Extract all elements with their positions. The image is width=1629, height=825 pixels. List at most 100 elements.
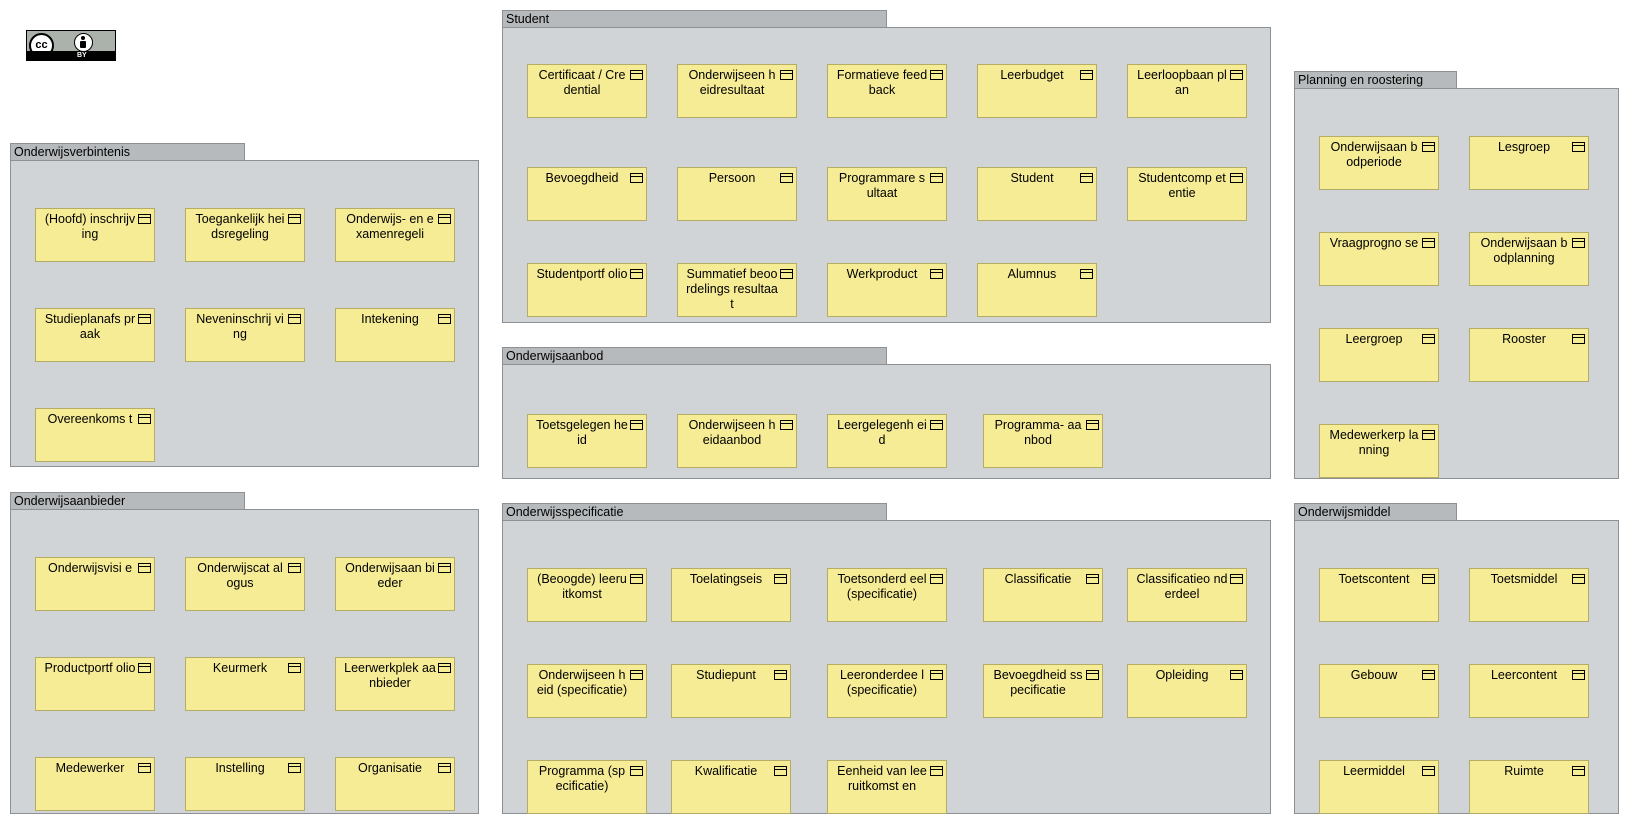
business-object-icon <box>438 763 451 773</box>
business-object-medewerkerp-lanning[interactable]: Medewerkerp lanning <box>1319 424 1439 478</box>
business-object-leerloopbaan-plan[interactable]: Leerloopbaan plan <box>1127 64 1247 118</box>
business-object-icon <box>1572 766 1585 776</box>
group-title: Onderwijsaanbod <box>502 347 887 364</box>
business-object-label: Studiepunt <box>696 668 756 682</box>
business-object-intekening[interactable]: Intekening <box>335 308 455 362</box>
business-object-leerbudget[interactable]: Leerbudget <box>977 64 1097 118</box>
business-object-label: Onderwijs- en examenregeli <box>346 212 434 241</box>
business-object-label: Onderwijsaan bodperiode <box>1330 140 1418 169</box>
business-object-icon <box>1572 142 1585 152</box>
business-object-beoogde-leeruitkomst[interactable]: (Beoogde) leeruitkomst <box>527 568 647 622</box>
business-object-instelling[interactable]: Instelling <box>185 757 305 811</box>
business-object-hoofd-inschrijving[interactable]: (Hoofd) inschrijving <box>35 208 155 262</box>
business-object-neveninschrij-ving[interactable]: Neveninschrij ving <box>185 308 305 362</box>
group-container: Onderwijsvisi e Onderwijscat alogus Onderw… <box>10 509 479 814</box>
business-object-icon <box>774 670 787 680</box>
business-object-studentcomp-etentie[interactable]: Studentcomp etentie <box>1127 167 1247 221</box>
business-object-icon <box>138 563 151 573</box>
business-object-icon <box>630 173 643 183</box>
business-object-bevoegdheid-sspecificatie[interactable]: Bevoegdheid sspecificatie <box>983 664 1103 718</box>
business-object-label: Formatieve feedback <box>836 68 928 97</box>
business-object-rooster[interactable]: Rooster <box>1469 328 1589 382</box>
business-object-label: Bevoegdheid sspecificatie <box>993 668 1083 697</box>
business-object-label: Organisatie <box>358 761 422 775</box>
business-object-onderwijsaan-bieder[interactable]: Onderwijsaan bieder <box>335 557 455 611</box>
business-object-label: Leeronderdee l(specificatie) <box>839 668 925 697</box>
business-object-organisatie[interactable]: Organisatie <box>335 757 455 811</box>
business-object-classificatieo-nderdeel[interactable]: Classificatieo nderdeel <box>1127 568 1247 622</box>
business-object-onderwijscat-alogus[interactable]: Onderwijscat alogus <box>185 557 305 611</box>
business-object-icon <box>438 663 451 673</box>
business-object-toetsmiddel[interactable]: Toetsmiddel <box>1469 568 1589 622</box>
business-object-ruimte[interactable]: Ruimte <box>1469 760 1589 814</box>
business-object-studentportf-olio[interactable]: Studentportf olio <box>527 263 647 317</box>
business-object-leergelegenh-eid[interactable]: Leergelegenh eid <box>827 414 947 468</box>
business-object-toetsonderd-eel-specificatie[interactable]: Toetsonderd eel (specificatie) <box>827 568 947 622</box>
business-object-onderwijsvisi-e[interactable]: Onderwijsvisi e <box>35 557 155 611</box>
business-object-studieplanafs-praak[interactable]: Studieplanafs praak <box>35 308 155 362</box>
business-object-label: Leergelegenh eid <box>837 418 927 447</box>
group-title: Onderwijsmiddel <box>1294 503 1457 520</box>
business-object-label: Toetsgelegen heid <box>536 418 628 447</box>
business-object-studiepunt[interactable]: Studiepunt <box>671 664 791 718</box>
business-object-summatief-beoordelings-resultaat[interactable]: Summatief beoordelings resultaat <box>677 263 797 317</box>
business-object-toegankelijk-heidsregeling[interactable]: Toegankelijk heidsregeling <box>185 208 305 262</box>
business-object-medewerker[interactable]: Medewerker <box>35 757 155 811</box>
business-object-vraagprogno-se[interactable]: Vraagprogno se <box>1319 232 1439 286</box>
business-object-certificaat-credential[interactable]: Certificaat / Credential <box>527 64 647 118</box>
business-object-label: Vraagprogno se <box>1329 236 1419 250</box>
business-object-onderwijseen-heidresultaat[interactable]: Onderwijseen heidresultaat <box>677 64 797 118</box>
business-object-label: Persoon <box>708 171 756 185</box>
business-object-classificatie[interactable]: Classificatie <box>983 568 1103 622</box>
business-object-label: Rooster <box>1502 332 1546 346</box>
business-object-onderwijs-en-examenregeli[interactable]: Onderwijs- en examenregeli <box>335 208 455 262</box>
business-object-icon <box>288 314 301 324</box>
business-object-opleiding[interactable]: Opleiding <box>1127 664 1247 718</box>
business-object-leercontent[interactable]: Leercontent <box>1469 664 1589 718</box>
business-object-overeenkoms-t[interactable]: Overeenkoms t <box>35 408 155 462</box>
business-object-toelatingseis[interactable]: Toelatingseis <box>671 568 791 622</box>
business-object-icon <box>1422 574 1435 584</box>
business-object-onderwijseen-heid-specificatie[interactable]: Onderwijseen heid (specificatie) <box>527 664 647 718</box>
business-object-toetsgelegen-heid[interactable]: Toetsgelegen heid <box>527 414 647 468</box>
group-container: (Beoogde) leeruitkomst Toelatingseis Toets… <box>502 520 1271 814</box>
business-object-icon <box>774 574 787 584</box>
business-object-programma-aanbod[interactable]: Programma- aanbod <box>983 414 1103 468</box>
business-object-leergroep[interactable]: Leergroep <box>1319 328 1439 382</box>
business-object-toetscontent[interactable]: Toetscontent <box>1319 568 1439 622</box>
business-object-label: Werkproduct <box>846 267 918 281</box>
group-container: Toetsgelegen heid Onderwijseen heidaanbod… <box>502 364 1271 479</box>
business-object-formatieve-feedback[interactable]: Formatieve feedback <box>827 64 947 118</box>
business-object-keurmerk[interactable]: Keurmerk <box>185 657 305 711</box>
business-object-label: (Hoofd) inschrijving <box>44 212 136 241</box>
business-object-productportf-olio[interactable]: Productportf olio <box>35 657 155 711</box>
business-object-persoon[interactable]: Persoon <box>677 167 797 221</box>
business-object-onderwijsaan-bodplanning[interactable]: Onderwijsaan bodplanning <box>1469 232 1589 286</box>
business-object-student[interactable]: Student <box>977 167 1097 221</box>
business-object-onderwijseen-heidaanbod[interactable]: Onderwijseen heidaanbod <box>677 414 797 468</box>
business-object-werkproduct[interactable]: Werkproduct <box>827 263 947 317</box>
business-object-icon <box>1230 70 1243 80</box>
business-object-leeronderdee-l-specificatie[interactable]: Leeronderdee l(specificatie) <box>827 664 947 718</box>
business-object-icon <box>630 574 643 584</box>
business-object-leermiddel[interactable]: Leermiddel <box>1319 760 1439 814</box>
business-object-label: Leerloopbaan plan <box>1137 68 1227 97</box>
business-object-onderwijsaan-bodperiode[interactable]: Onderwijsaan bodperiode <box>1319 136 1439 190</box>
business-object-alumnus[interactable]: Alumnus <box>977 263 1097 317</box>
business-object-icon <box>780 269 793 279</box>
business-object-bevoegdheid[interactable]: Bevoegdheid <box>527 167 647 221</box>
business-object-programma-specificatie[interactable]: Programma (specificatie) <box>527 760 647 814</box>
business-object-gebouw[interactable]: Gebouw <box>1319 664 1439 718</box>
business-object-icon <box>780 420 793 430</box>
business-object-label: Certificaat / Credential <box>538 68 626 97</box>
business-object-label: Leerwerkplek aanbieder <box>344 661 436 690</box>
business-object-lesgroep[interactable]: Lesgroep <box>1469 136 1589 190</box>
business-object-leerwerkplek-aanbieder[interactable]: Leerwerkplek aanbieder <box>335 657 455 711</box>
business-object-icon <box>1230 173 1243 183</box>
business-object-icon <box>630 766 643 776</box>
business-object-eenheid-van-leeruitkomst-en[interactable]: Eenheid van leeruitkomst en <box>827 760 947 814</box>
business-object-programmare-sultaat[interactable]: Programmare sultaat <box>827 167 947 221</box>
business-object-kwalificatie[interactable]: Kwalificatie <box>671 760 791 814</box>
